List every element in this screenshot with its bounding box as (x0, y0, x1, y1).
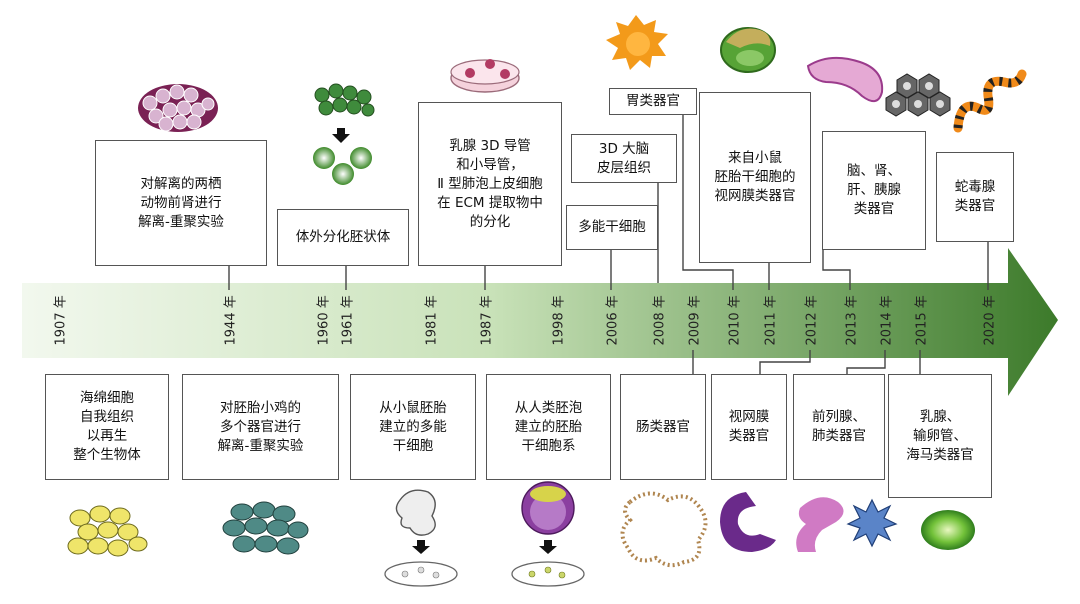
year-2011: 2011 年 (763, 295, 779, 346)
brain-organoid-illustration (806, 56, 884, 103)
event-box-1944-bottom: 对胚胎小鸡的 多个器官进行 解离-重聚实验 (182, 374, 339, 480)
bottom-connectors (692, 350, 921, 374)
timeline-arrow (22, 248, 1058, 396)
petri-dish-illustration (450, 59, 520, 93)
event-box-2010-stomach: 胃类器官 (609, 88, 697, 115)
event-box-2015-bottom: 乳腺、 输卵管、 海马类器官 (888, 374, 992, 498)
kidney-organoid-illustration (885, 73, 951, 117)
chick-cells-illustration (222, 501, 309, 555)
year-1944: 1944 年 (223, 295, 239, 346)
amphibian-cells-illustration (138, 84, 218, 132)
event-box-2013-top: 脑、肾、 肝、胰腺 类器官 (822, 131, 926, 250)
event-box-1981-bottom: 从小鼠胚胎 建立的多能 干细胞 (350, 374, 476, 480)
year-1981: 1981 年 (424, 295, 440, 346)
intestine-organoid-illustration (620, 491, 708, 568)
year-1907: 1907 年 (53, 295, 69, 346)
year-2008: 2008 年 (652, 295, 668, 346)
year-2012: 2012 年 (804, 295, 820, 346)
year-2009: 2009 年 (687, 295, 703, 346)
event-box-2014-bottom: 前列腺、 肺类器官 (793, 374, 885, 480)
year-1960: 1960 年 (316, 295, 332, 346)
event-box-1944-top: 对解离的两栖 动物前肾进行 解离-重聚实验 (95, 140, 267, 266)
top-connectors (228, 115, 989, 290)
event-box-1987-top: 乳腺 3D 导管 和小导管， Ⅱ 型肺泡上皮细胞 在 ECM 提取物中 的分化 (418, 102, 562, 266)
event-box-2009-bottom: 肠类器官 (620, 374, 706, 480)
event-box-1998-bottom: 从人类胚泡 建立的胚胎 干细胞系 (486, 374, 611, 480)
event-box-1907-bottom: 海绵细胞 自我组织 以再生 整个生物体 (45, 374, 169, 480)
prostate-organoid-illustration (796, 497, 844, 552)
retina-organoid-illustration (720, 492, 776, 552)
year-2006: 2006 年 (605, 295, 621, 346)
lung-organoid-illustration (846, 498, 898, 548)
cortex-illustration (606, 15, 668, 70)
mouse-embryo-illustration (384, 489, 458, 587)
year-2015: 2015 年 (914, 295, 930, 346)
event-box-2006-top: 多能干细胞 (566, 205, 658, 250)
year-2013: 2013 年 (844, 295, 860, 346)
year-1961: 1961 年 (340, 295, 356, 346)
human-blastocyst-illustration (511, 481, 585, 587)
snake-illustration (953, 69, 1027, 133)
stomach-organoid-illustration (720, 27, 776, 73)
event-box-2008-top: 3D 大脑 皮层组织 (571, 134, 677, 183)
year-1998: 1998 年 (551, 295, 567, 346)
event-box-2012-bottom: 视网膜 类器官 (711, 374, 787, 480)
embryoid-body-illustration (313, 83, 375, 185)
year-2010: 2010 年 (727, 295, 743, 346)
year-2020: 2020 年 (982, 295, 998, 346)
year-1987: 1987 年 (479, 295, 495, 346)
event-box-2020-top: 蛇毒腺 类器官 (936, 152, 1014, 242)
mammary-organoid-illustration (921, 510, 975, 550)
event-box-2011-top: 来自小鼠 胚胎干细胞的 视网膜类器官 (699, 92, 811, 263)
sponge-cells-illustration (67, 505, 148, 557)
event-box-1960-top: 体外分化胚状体 (277, 209, 409, 266)
year-2014: 2014 年 (879, 295, 895, 346)
